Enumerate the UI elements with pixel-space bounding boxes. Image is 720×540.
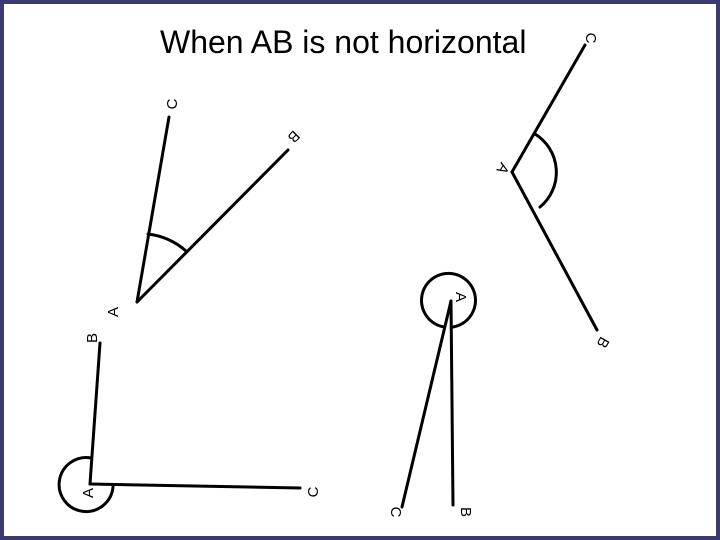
angle-1-label-c: C (164, 98, 181, 109)
angle-1 (135, 115, 290, 304)
angle-3-arm-ac (88, 482, 302, 490)
slide (4, 4, 716, 536)
angle-1-arc (146, 232, 188, 253)
angle-2-label-a: A (493, 160, 513, 177)
slide-title: When AB is not horizontal (160, 24, 527, 60)
angle-2-label-c: C (582, 33, 599, 44)
angle-4-arm-ac (400, 299, 453, 509)
angle-4-label-a: A (452, 292, 469, 302)
angle-4-arm-ab (449, 299, 455, 507)
angle-1-arm-ac (135, 115, 171, 304)
angle-1-arm-ab (135, 148, 290, 304)
angle-1-label-b: B (284, 127, 303, 146)
angle-2-arc (533, 132, 558, 209)
angle-2-arm-ac (510, 43, 587, 174)
angle-2-label-b: B (593, 334, 613, 351)
angle-3-label-a: A (80, 488, 97, 498)
angle-4-arc (420, 271, 477, 329)
angle-4-label-b: B (457, 507, 474, 517)
angle-2 (510, 43, 599, 332)
angle-3 (57, 341, 302, 514)
angle-4-label-c: C (387, 507, 404, 518)
angle-4 (400, 271, 477, 509)
angle-3-arm-ab (88, 341, 102, 486)
angle-3-label-c: C (305, 486, 322, 497)
angle-3-arc (57, 456, 115, 514)
angle-1-label-a: A (105, 307, 122, 317)
angle-2-arm-ab (510, 170, 599, 332)
angle-3-label-b: B (84, 333, 101, 343)
